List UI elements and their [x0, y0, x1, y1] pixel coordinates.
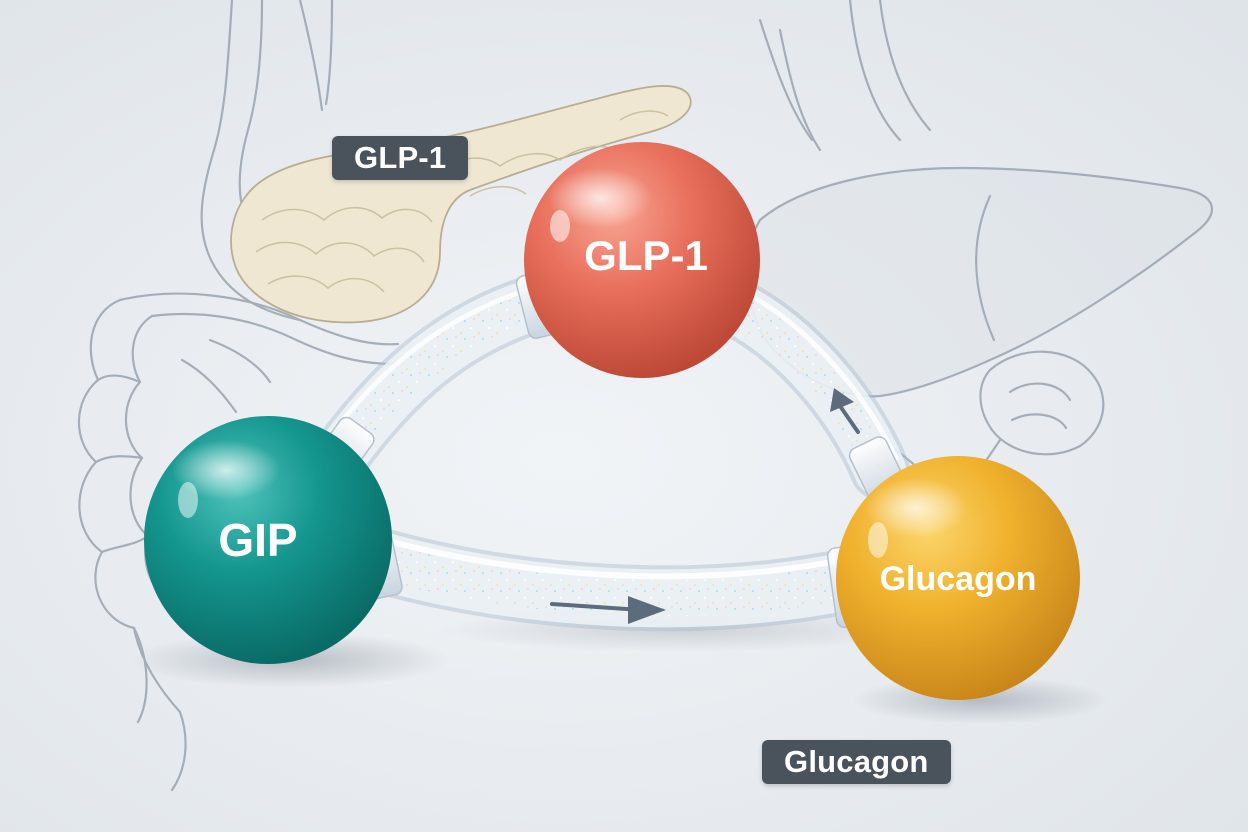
glucagon-node-label: Glucagon — [880, 560, 1037, 598]
glucagon-node: Glucagon — [836, 456, 1080, 700]
gip-node-label: GIP — [218, 514, 297, 566]
glp1-node-label: GLP-1 — [584, 232, 708, 279]
glp1-tag: GLP-1 — [332, 136, 468, 180]
glucagon-tag: Glucagon — [762, 740, 951, 784]
gip-node: GIP — [144, 416, 392, 664]
glp1-node: GLP-1 — [524, 142, 760, 378]
